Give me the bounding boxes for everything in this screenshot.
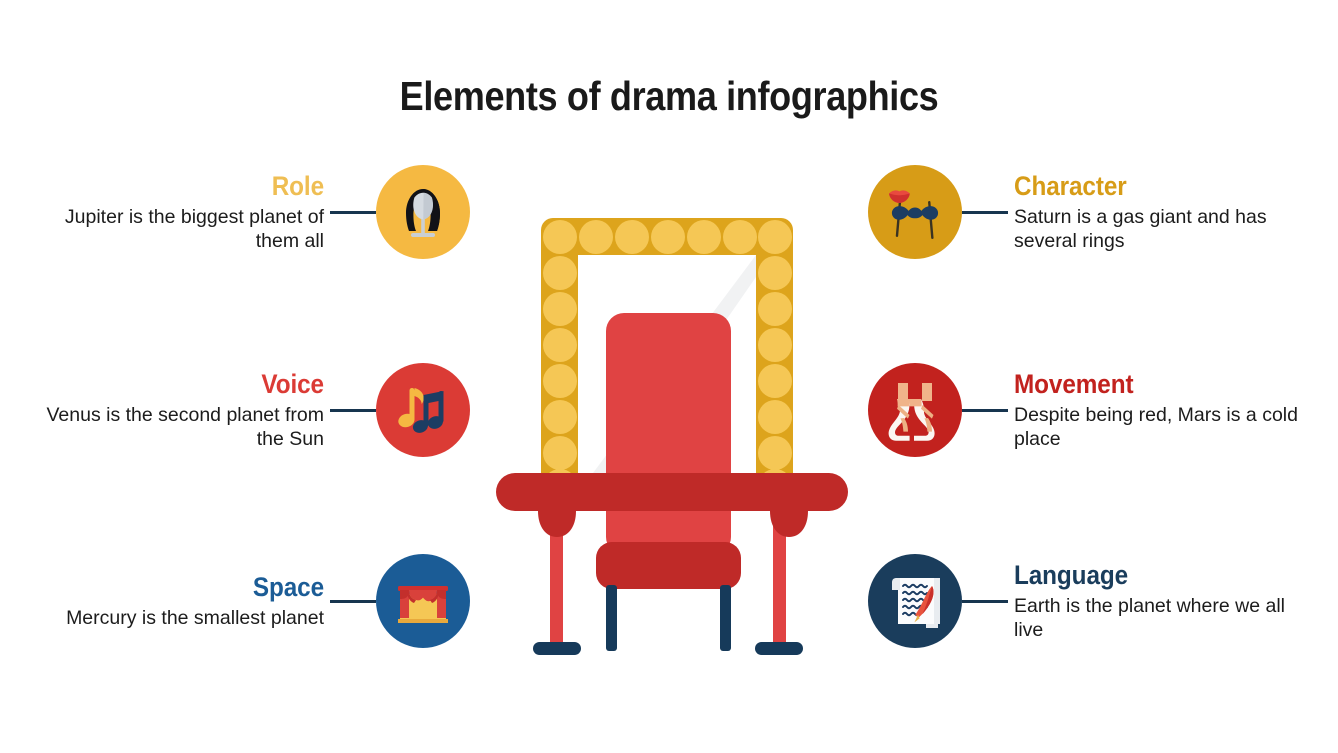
item-character-description: Saturn is a gas giant and has several ri… (1014, 206, 1267, 252)
item-language-title: Language (1014, 560, 1129, 590)
item-language-description: Earth is the planet where we all live (1014, 595, 1285, 641)
connector-line-role (330, 210, 376, 214)
item-space[interactable]: Space Mercury is the smallest planet (40, 552, 470, 650)
item-movement-text: Movement Despite being red, Mars is a co… (1008, 369, 1298, 451)
connector-line-character (962, 210, 1008, 214)
item-character[interactable]: Character Saturn is a gas giant and has … (868, 163, 1298, 261)
item-voice[interactable]: Voice Venus is the second planet from th… (40, 361, 470, 459)
item-movement-title: Movement (1014, 369, 1134, 399)
theater-seat-armrests (496, 473, 848, 537)
item-language-text: Language Earth is the planet where we al… (1008, 560, 1298, 642)
theater-stage-curtain-icon[interactable] (376, 554, 470, 648)
item-role-text: Role Jupiter is the biggest planet of th… (40, 171, 330, 253)
item-space-text: Space Mercury is the smallest planet (40, 572, 330, 630)
lips-mustache-props-icon[interactable] (868, 165, 962, 259)
scroll-quill-icon[interactable] (868, 554, 962, 648)
item-movement-description: Despite being red, Mars is a cold place (1014, 404, 1298, 450)
item-character-text: Character Saturn is a gas giant and has … (1008, 171, 1298, 253)
music-notes-icon[interactable] (376, 363, 470, 457)
theater-wig-mask-icon[interactable] (376, 165, 470, 259)
item-language[interactable]: Language Earth is the planet where we al… (868, 552, 1298, 650)
item-space-title: Space (252, 572, 324, 602)
connector-line-language (962, 599, 1008, 603)
theater-seat-backrest (606, 313, 731, 555)
item-role-title: Role (271, 171, 324, 201)
item-role[interactable]: Role Jupiter is the biggest planet of th… (40, 163, 470, 261)
connector-line-voice (330, 408, 376, 412)
item-space-description: Mercury is the smallest planet (66, 607, 324, 629)
mirror-light-bulbs (543, 220, 792, 503)
item-character-title: Character (1014, 171, 1127, 201)
item-voice-description: Venus is the second planet from the Sun (46, 404, 324, 450)
connector-line-space (330, 599, 376, 603)
seat-legs (606, 585, 731, 651)
page-title: Elements of drama infographics (399, 73, 939, 119)
theater-seat-and-vanity-mirror (478, 205, 868, 675)
ballet-pointe-shoes-icon[interactable] (868, 363, 962, 457)
item-voice-title: Voice (261, 369, 324, 399)
item-role-description: Jupiter is the biggest planet of them al… (64, 206, 324, 252)
item-voice-text: Voice Venus is the second planet from th… (40, 369, 330, 451)
connector-line-movement (962, 408, 1008, 412)
theater-seat-cushion (596, 542, 741, 589)
item-movement[interactable]: Movement Despite being red, Mars is a co… (868, 361, 1298, 459)
